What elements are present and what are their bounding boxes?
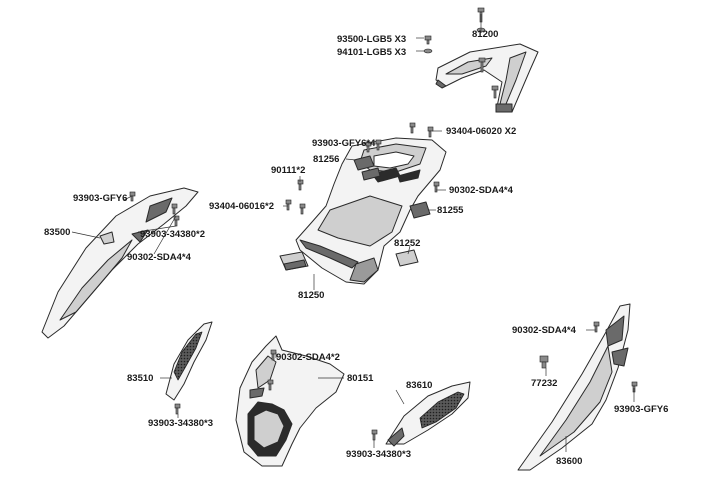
callout-90302-sda4x4-left: 90302-SDA4*4 — [127, 252, 192, 263]
washer-icon — [423, 35, 433, 54]
callout-83600: 83600 — [556, 456, 582, 467]
center-panel-screw-icon — [371, 429, 378, 441]
box-lid-81250 — [279, 251, 309, 271]
rear-center-cover-part — [235, 335, 345, 467]
callout-81200: 81200 — [472, 29, 498, 40]
callout-90302-sda4x4-right: 90302-SDA4*4 — [512, 325, 577, 336]
callout-83500: 83500 — [44, 227, 70, 238]
callout-labels: 93500-LGB5 X3 94101-LGB5 X3 81200 93404-… — [44, 29, 668, 467]
callout-90302-sda4x4-top: 90302-SDA4*4 — [449, 185, 514, 196]
callout-93903-34380x3-left: 93903-34380*3 — [148, 418, 213, 429]
callout-93903-gfy6-right: 93903-GFY6 — [614, 404, 668, 415]
box-screw-icon — [285, 122, 440, 215]
callout-77232: 77232 — [531, 378, 557, 389]
left-cover-screw-icon — [129, 191, 180, 227]
callout-94101: 94101-LGB5 X3 — [337, 47, 406, 58]
callout-93404-06020: 93404-06020 X2 — [446, 126, 516, 137]
callout-93903-34380x2: 93903-34380*2 — [140, 229, 205, 240]
callout-93903-34380x3-mid: 93903-34380*3 — [346, 449, 411, 460]
callout-90111: 90111*2 — [271, 165, 305, 176]
center-side-panel-part — [385, 381, 471, 447]
callout-80151: 80151 — [347, 373, 374, 384]
callout-83510: 83510 — [127, 373, 153, 384]
right-body-cover-part — [517, 303, 631, 471]
left-panel-screw-icon — [174, 403, 181, 415]
rear-cover-screw-icon — [267, 349, 277, 391]
callout-81256: 81256 — [313, 154, 339, 165]
callout-83610: 83610 — [406, 380, 432, 391]
callout-93903-gfy6-left: 93903-GFY6 — [73, 193, 127, 204]
leader-lines — [71, 14, 635, 452]
callout-93903-gfy6x4: 93903-GFY6*4 — [312, 138, 376, 149]
box-bracket-81256 — [353, 155, 381, 181]
left-body-cover-part — [41, 187, 199, 339]
clip-77232 — [539, 355, 549, 369]
box-bracket-81255 — [409, 201, 431, 219]
callout-90302-sda4x2: 90302-SDA4*2 — [276, 352, 340, 363]
box-cover-81252 — [395, 249, 419, 267]
callout-81252: 81252 — [394, 238, 420, 249]
callout-81255: 81255 — [437, 205, 464, 216]
rear-carrier-part — [435, 43, 539, 113]
storage-box-part — [295, 137, 447, 285]
callout-93404-06016: 93404-06016*2 — [209, 201, 274, 212]
callout-93500: 93500-LGB5 X3 — [337, 34, 406, 45]
left-side-panel-part — [165, 321, 213, 401]
callout-81250: 81250 — [298, 290, 324, 301]
